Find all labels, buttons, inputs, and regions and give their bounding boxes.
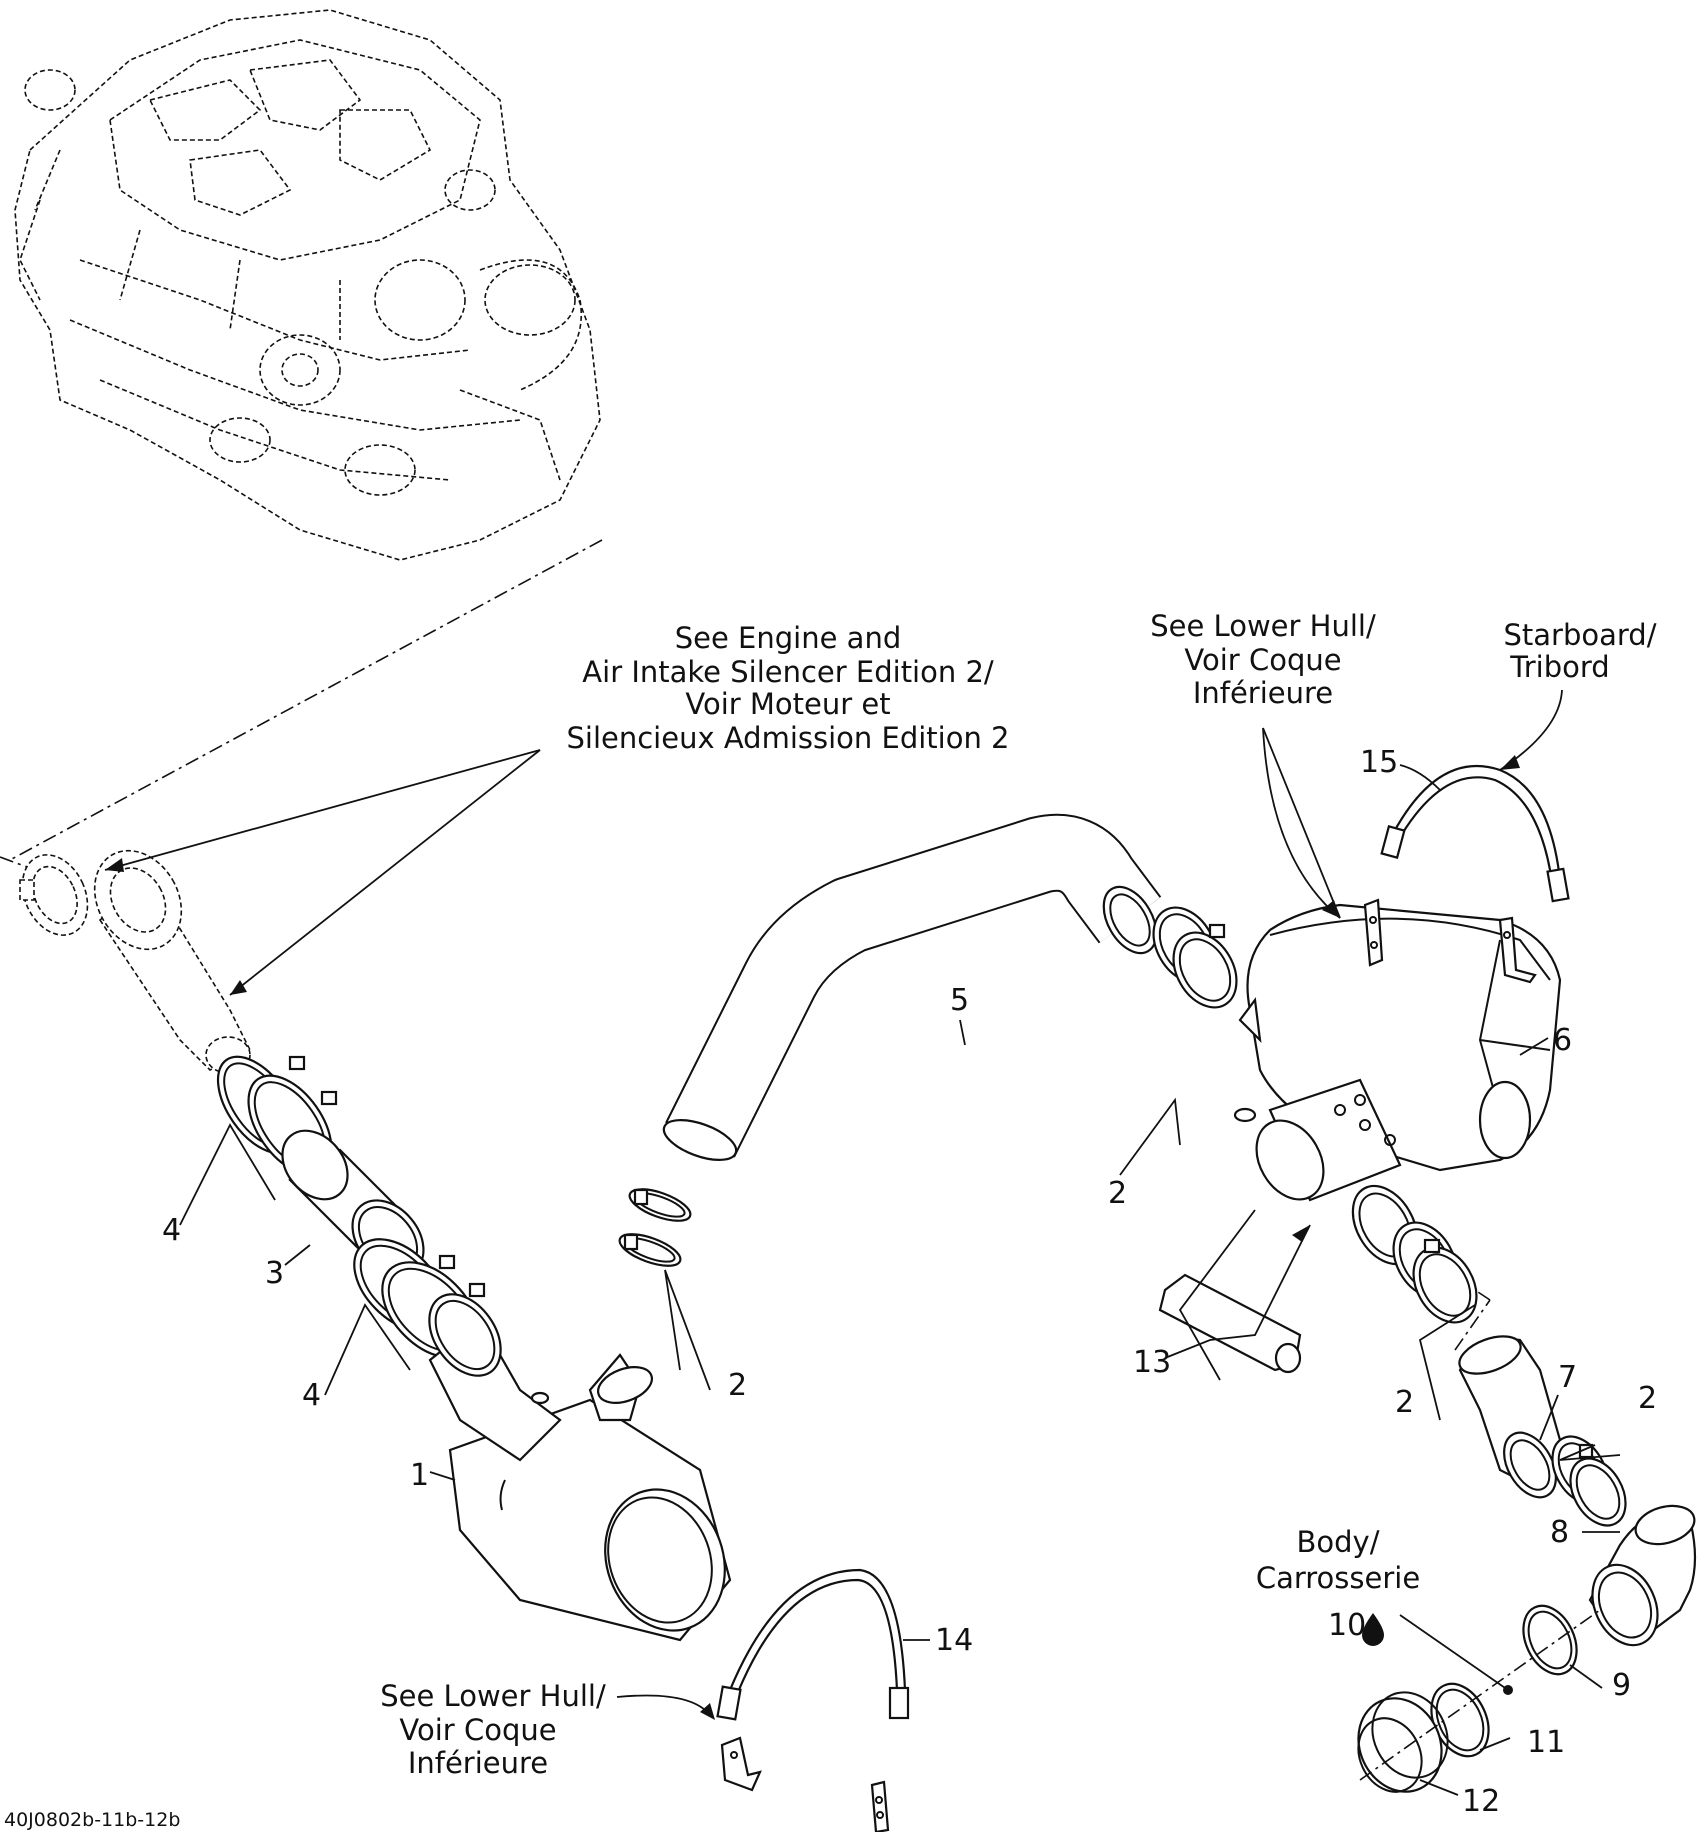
engine-ref-line-1: See Engine and [675,621,901,655]
engine-reference-drawing [14,9,601,561]
lower-hull-note-bottom: See Lower Hull/ Voir Coque Inférieure [380,1679,606,1780]
callout-2-right: 2 [1395,1385,1414,1420]
callout-9: 9 [1612,1668,1631,1703]
lower-hull-note-top: See Lower Hull/ Voir Coque Inférieure [1150,609,1376,710]
clamp-2-middle [618,1188,692,1267]
callout-14: 14 [935,1623,973,1658]
drawing-code: 40J0802b-11b-12b [4,1809,180,1831]
bracket-upper-right [1498,916,1537,984]
elbow-8 [1588,1504,1697,1647]
callout-8: 8 [1550,1515,1569,1550]
oil-drop-icon [1362,1613,1384,1646]
bracket-upper-left [1363,898,1384,967]
nut-12 [1357,1691,1449,1793]
callout-4-lower: 4 [302,1378,321,1413]
lower-hull-bottom-line-2: Voir Coque [399,1713,556,1747]
muffler-1 [428,1293,732,1642]
callout-13: 13 [1133,1345,1171,1380]
engine-ref-note: See Engine and Air Intake Silencer Editi… [566,621,1009,755]
body-line-2: Carrosserie [1256,1561,1420,1595]
pipe-7 [1458,1335,1582,1499]
lower-hull-bottom-line-1: See Lower Hull/ [380,1679,606,1713]
callout-15: 15 [1360,745,1398,780]
callout-2-far-right: 2 [1638,1381,1657,1416]
callout-2-middle: 2 [728,1368,747,1403]
lower-hull-top-line-1: See Lower Hull/ [1150,609,1376,643]
reference-line-engine [9,539,603,861]
lower-hull-bottom-line-3: Inférieure [408,1746,548,1780]
callout-2-upper: 2 [1108,1176,1127,1211]
starboard-line-1: Starboard/ [1504,618,1657,652]
hose-13 [1158,1273,1302,1374]
engine-outlet-reference [19,849,252,1074]
callout-10: 10 [1328,1608,1366,1643]
callout-3: 3 [265,1256,284,1291]
callout-12: 12 [1462,1784,1500,1819]
engine-ref-line-3: Voir Moteur et [685,687,890,721]
clamp-2-upper [1152,906,1238,1009]
starboard-line-2: Tribord [1509,650,1609,684]
callout-11: 11 [1527,1725,1565,1760]
leader-lines [104,689,1621,1796]
bracket-lower-right [870,1780,890,1832]
gasket-9 [1522,1604,1578,1676]
starboard-note: Starboard/ Tribord [1504,618,1657,684]
body-line-1: Body/ [1297,1525,1380,1559]
lower-hull-top-line-3: Inférieure [1193,676,1333,710]
strap-14 [716,1568,910,1721]
callout-7: 7 [1558,1360,1577,1395]
strap-15 [1380,765,1570,903]
body-note: Body/ Carrosserie [1256,1525,1420,1595]
callout-numbers: 1 2 2 2 2 3 4 4 5 6 7 8 9 10 11 12 13 14… [162,745,1657,1819]
callout-6: 6 [1553,1023,1572,1058]
lower-hull-top-line-2: Voir Coque [1184,643,1341,677]
bracket-lower-left [720,1736,762,1792]
callout-1: 1 [410,1458,429,1493]
pipe-5 [662,813,1162,1161]
engine-ref-line-2: Air Intake Silencer Edition 2/ [582,655,994,689]
engine-ref-line-4: Silencieux Admission Edition 2 [566,721,1009,755]
callout-4-upper: 4 [162,1213,181,1248]
callout-5: 5 [950,983,969,1018]
